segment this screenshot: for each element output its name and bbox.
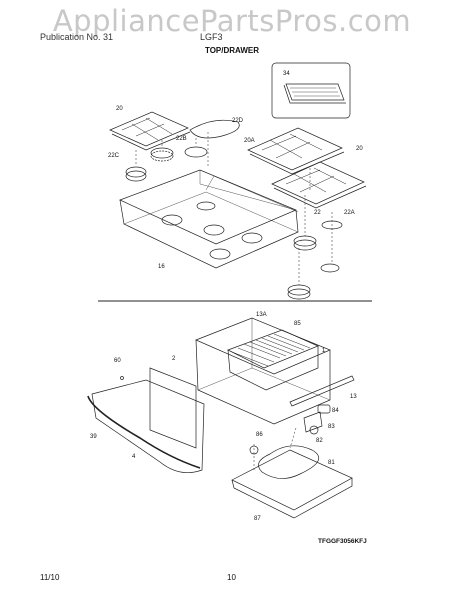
bottom-callouts: 13A 85 1 60 2 13 84 83 39 4 86 82 81 87 <box>90 312 357 522</box>
burner-cap-22b-left <box>150 147 174 159</box>
callout-20: 20 <box>116 106 123 112</box>
drawer-front <box>91 379 205 473</box>
callout-4: 4 <box>132 454 136 460</box>
callout-87: 87 <box>254 516 261 522</box>
callout-85: 85 <box>294 321 301 327</box>
callout-20-right: 20 <box>356 146 363 152</box>
callout-39: 39 <box>90 434 97 440</box>
callout-22a: 22A <box>344 210 355 216</box>
model-code: TFGGF3056KFJ <box>318 538 367 545</box>
burner-cap-22d <box>189 119 240 139</box>
callout-13: 13 <box>350 394 357 400</box>
callout-22d: 22D <box>232 118 244 124</box>
burner-cap-22b <box>184 146 208 158</box>
header-publication: Publication No. 31 <box>40 32 114 42</box>
igniter-84 <box>317 404 331 414</box>
burner-cap-22c <box>125 166 147 178</box>
callout-13a: 13A <box>256 312 267 318</box>
header-model: LGF3 <box>200 32 223 42</box>
griddle <box>283 83 346 104</box>
callout-86: 86 <box>256 432 263 438</box>
drawer-rail <box>289 375 355 407</box>
burner-cap-22 <box>293 235 317 247</box>
footer-page-number: 10 <box>227 573 236 582</box>
bracket-83 <box>303 411 323 433</box>
drawer-handle <box>87 395 201 469</box>
grate-left <box>109 111 191 151</box>
callout-1: 1 <box>322 348 326 354</box>
callout-22c: 22C <box>108 153 120 159</box>
callout-34: 34 <box>283 71 290 77</box>
footer-date: 11/10 <box>40 573 60 582</box>
burner-base-right <box>320 263 340 273</box>
drawer-bottom <box>231 449 353 511</box>
callout-2: 2 <box>172 356 176 362</box>
section-title: TOP/DRAWER <box>204 46 260 55</box>
grate-right-rear <box>247 127 345 175</box>
griddle-inset-box <box>271 62 351 119</box>
valve-82 <box>309 425 319 435</box>
callout-16: 16 <box>158 264 165 270</box>
callout-22b: 22B <box>176 136 187 142</box>
drawer-inner-panel <box>149 367 197 449</box>
callout-84: 84 <box>332 408 339 414</box>
cooktop <box>119 169 299 269</box>
callout-82: 82 <box>316 438 323 444</box>
callout-22: 22 <box>314 210 321 216</box>
callout-60: 60 <box>114 358 121 364</box>
drawer-body <box>195 317 331 425</box>
grate-right-front <box>271 161 367 209</box>
callout-20a: 20A <box>244 138 255 144</box>
callout-81: 81 <box>328 460 335 466</box>
callout-83: 83 <box>328 424 335 430</box>
watermark: AppliancePartsPros.com <box>52 4 412 38</box>
top-callouts: 34 20 22D 22B 20A 22C 20 22 22A 16 <box>108 71 363 270</box>
